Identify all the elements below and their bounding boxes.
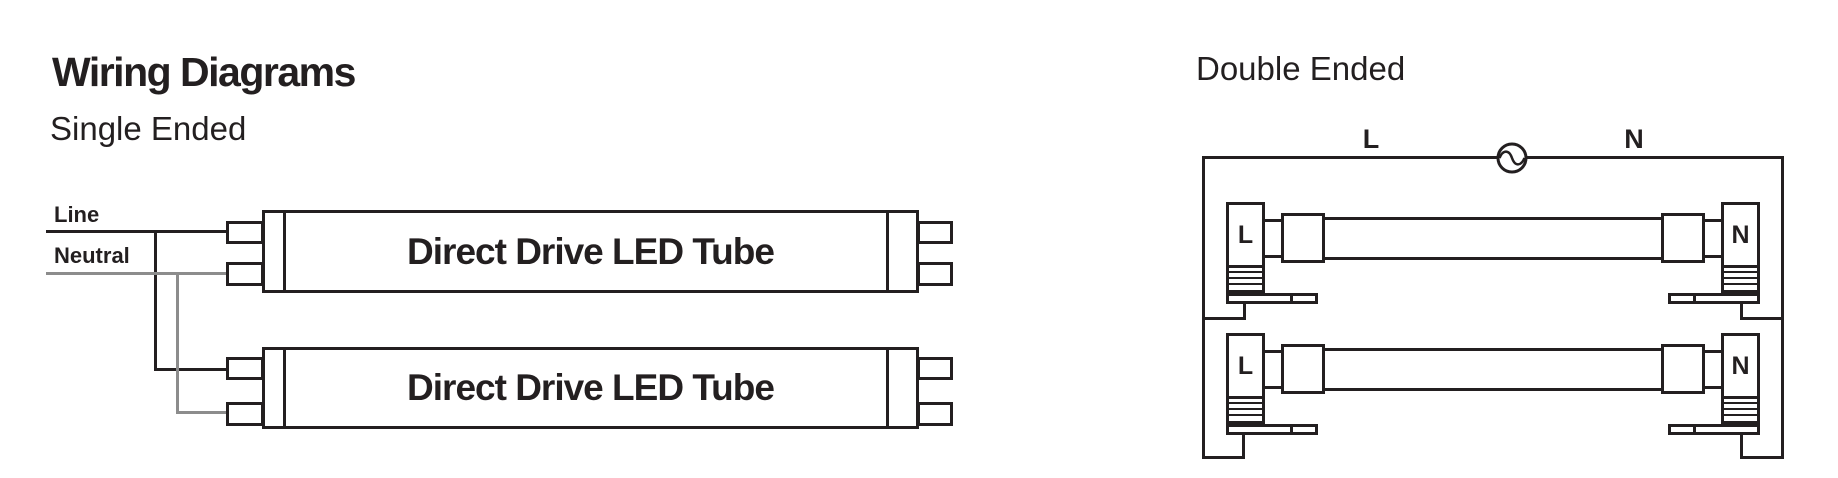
double-tube2-body bbox=[1322, 348, 1664, 391]
neutral-wire-horizontal bbox=[46, 272, 229, 275]
upper-right-tap-horizontal bbox=[1740, 317, 1784, 320]
lower-right-jog-horizontal bbox=[1740, 456, 1784, 459]
left-supply-wire bbox=[1202, 156, 1205, 459]
double-tube2-left-contact-stack bbox=[1226, 397, 1265, 424]
ac-source-icon bbox=[1495, 141, 1529, 175]
double-tube2-right-socket: N bbox=[1721, 333, 1760, 399]
line-wire-to-tube2 bbox=[154, 368, 230, 371]
tube2-right-top-pin bbox=[917, 357, 953, 380]
double-tube2-left-socket-label: L bbox=[1237, 351, 1254, 380]
double-tube2-right-foot bbox=[1668, 424, 1760, 435]
double-tube2-right-contact-stack bbox=[1721, 397, 1760, 424]
upper-left-tap-horizontal bbox=[1202, 317, 1246, 320]
single-ended-heading: Single Ended bbox=[50, 110, 247, 147]
lower-right-jog-vertical bbox=[1740, 433, 1743, 459]
double-tube2-left-socket: L bbox=[1226, 333, 1265, 399]
led-tube-1: Direct Drive LED Tube bbox=[262, 210, 919, 293]
tube1-left-endcap-line bbox=[283, 213, 286, 290]
tube2-left-top-pin bbox=[226, 357, 264, 380]
neutral-wire-to-tube2 bbox=[176, 411, 230, 414]
tube2-left-endcap-line bbox=[283, 350, 286, 426]
double-tube1-right-socket-label: N bbox=[1731, 220, 1750, 249]
double-ended-heading: Double Ended bbox=[1196, 50, 1406, 87]
double-tube1-left-contact-stack bbox=[1226, 266, 1265, 293]
upper-left-tap-vertical bbox=[1243, 302, 1246, 320]
tube1-right-endcap-line bbox=[886, 213, 889, 290]
neutral-terminal-label: N bbox=[1624, 124, 1644, 154]
tube1-label: Direct Drive LED Tube bbox=[407, 230, 775, 272]
neutral-label: Neutral bbox=[54, 243, 130, 268]
right-supply-wire bbox=[1781, 156, 1784, 458]
line-wire-vertical bbox=[154, 230, 157, 371]
tube2-left-bottom-pin bbox=[226, 402, 264, 426]
double-tube2-right-socket-label: N bbox=[1731, 351, 1750, 380]
double-tube1-right-foot bbox=[1668, 293, 1760, 304]
tube2-right-endcap-line bbox=[886, 350, 889, 426]
tube1-right-top-pin bbox=[917, 221, 953, 244]
double-tube1-body bbox=[1322, 217, 1664, 260]
lower-left-jog-horizontal bbox=[1202, 456, 1245, 459]
line-label: Line bbox=[54, 202, 100, 227]
double-tube2-left-foot bbox=[1226, 424, 1318, 435]
double-tube1-right-socket: N bbox=[1721, 202, 1760, 268]
tube2-label: Direct Drive LED Tube bbox=[407, 367, 775, 408]
double-tube2-left-endcap bbox=[1281, 344, 1325, 394]
double-tube1-right-endcap bbox=[1661, 213, 1705, 263]
double-tube2-right-endcap bbox=[1661, 344, 1705, 394]
double-tube1-left-socket: L bbox=[1226, 202, 1265, 268]
line-terminal-label: L bbox=[1362, 124, 1380, 154]
line-wire-horizontal bbox=[46, 230, 229, 233]
double-tube1-right-contact-stack bbox=[1721, 266, 1760, 293]
double-tube1-left-foot bbox=[1226, 293, 1318, 304]
neutral-wire-vertical bbox=[176, 272, 179, 414]
double-tube1-left-socket-label: L bbox=[1237, 220, 1254, 249]
top-wire-left-segment bbox=[1202, 156, 1498, 159]
double-tube1-left-endcap bbox=[1281, 213, 1325, 263]
tube1-right-bottom-pin bbox=[917, 262, 953, 286]
led-tube-2: Direct Drive LED Tube bbox=[262, 347, 919, 429]
tube2-right-bottom-pin bbox=[917, 402, 953, 426]
upper-right-tap-vertical bbox=[1740, 302, 1743, 320]
tube1-left-top-pin bbox=[226, 221, 264, 244]
tube1-left-bottom-pin bbox=[226, 262, 264, 286]
lower-left-jog-vertical bbox=[1242, 433, 1245, 459]
page-title: Wiring Diagrams bbox=[52, 49, 356, 95]
top-wire-right-segment bbox=[1524, 156, 1784, 159]
